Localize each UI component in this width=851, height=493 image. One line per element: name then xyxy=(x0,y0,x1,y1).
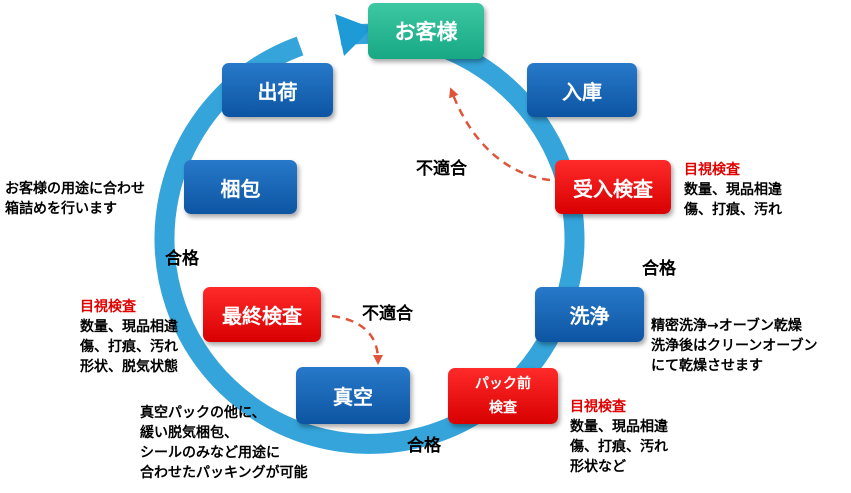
note-incoming-line: 数量、現品相違 xyxy=(684,182,782,198)
label-reject-mid: 不適合 xyxy=(362,304,413,324)
note-pre-pack-line: 数量、現品相違 xyxy=(570,419,668,435)
note-washing-line: 精密洗浄→オーブン乾燥 xyxy=(651,318,802,334)
node-pre-pack-line2: 検査 xyxy=(489,400,517,416)
node-receiving: 入庫 xyxy=(527,63,637,117)
node-shipping: 出荷 xyxy=(222,63,333,117)
note-washing-line: にて乾燥させます xyxy=(651,358,763,374)
node-pre-pack-inspection: パック前 検査 xyxy=(448,368,558,424)
node-final-inspection: 最終検査 xyxy=(203,287,321,342)
note-packing-line: 箱詰めを行います xyxy=(5,201,117,217)
note-pre-pack-title: 目視検査 xyxy=(570,399,626,415)
note-incoming-inspection: 目視検査 数量、現品相違 傷、打痕、汚れ xyxy=(684,160,782,220)
note-packing: お客様の用途に合わせ 箱詰めを行います xyxy=(5,179,145,219)
note-final-line: 傷、打痕、汚れ xyxy=(80,339,178,355)
note-pre-pack-line: 傷、打痕、汚れ xyxy=(570,439,668,455)
note-washing: 精密洗浄→オーブン乾燥 洗浄後はクリーンオーブン にて乾燥させます xyxy=(651,316,817,376)
note-vacuum: 真空パックの他に、 緩い脱気梱包、 シールのみなど用途に 合わせたパッキングが可… xyxy=(140,403,308,483)
reject-arrow-top xyxy=(449,87,551,182)
note-incoming-title: 目視検査 xyxy=(684,162,740,178)
ring-arc xyxy=(154,23,585,454)
label-pass-right: 合格 xyxy=(642,259,676,279)
note-washing-line: 洗浄後はクリーンオーブン xyxy=(651,338,818,354)
node-pre-pack-line1: パック前 xyxy=(475,376,531,392)
note-final-inspection: 目視検査 数量、現品相違 傷、打痕、汚れ 形状、脱気状態 xyxy=(80,297,178,377)
label-pass-left: 合格 xyxy=(165,249,199,269)
label-pass-bottom: 合格 xyxy=(407,436,441,456)
note-final-title: 目視検査 xyxy=(80,299,136,315)
note-final-line: 形状、脱気状態 xyxy=(80,359,178,375)
node-customer: お客様 xyxy=(368,3,484,59)
note-packing-line: お客様の用途に合わせ xyxy=(5,181,145,197)
node-packing: 梱包 xyxy=(184,160,297,214)
note-incoming-line: 傷、打痕、汚れ xyxy=(684,202,782,218)
note-vacuum-line: 真空パックの他に、 xyxy=(140,405,266,421)
note-vacuum-line: シールのみなど用途に xyxy=(140,445,280,461)
reject-arrow-mid xyxy=(331,314,383,365)
note-final-line: 数量、現品相違 xyxy=(80,319,178,335)
node-vacuum: 真空 xyxy=(296,367,410,424)
note-vacuum-line: 合わせたパッキングが可能 xyxy=(140,465,308,481)
note-vacuum-line: 緩い脱気梱包、 xyxy=(140,425,238,441)
ring-arrowhead xyxy=(335,14,372,56)
note-pre-pack-inspection: 目視検査 数量、現品相違 傷、打痕、汚れ 形状など xyxy=(570,397,668,477)
label-reject-top: 不適合 xyxy=(416,159,467,179)
node-washing: 洗浄 xyxy=(535,287,644,342)
note-pre-pack-line: 形状など xyxy=(570,459,626,475)
node-incoming-inspection: 受入検査 xyxy=(555,160,671,214)
